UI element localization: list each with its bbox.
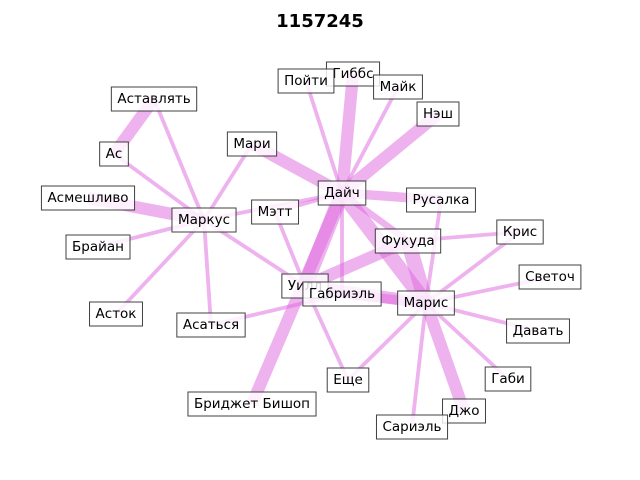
- node-label: Давать: [513, 323, 564, 339]
- node-fukuda: Фукуда: [374, 228, 442, 254]
- node-label: Гиббс: [332, 66, 373, 82]
- node-label: Еще: [333, 372, 363, 388]
- edge-maris-gabi: [424, 301, 510, 381]
- node-kris: Крис: [496, 219, 544, 245]
- node-box: [277, 68, 335, 94]
- edge-markus-astok: [114, 218, 206, 316]
- node-mett: Мэтт: [251, 199, 300, 225]
- node-box: [397, 290, 455, 316]
- edge-maris-dzho: [420, 300, 470, 414]
- node-box: [176, 312, 246, 338]
- node-maris: Марис: [397, 290, 455, 316]
- node-asmeshlivo: Асмешливо: [40, 185, 136, 211]
- node-gabriel: Габриэль: [302, 281, 382, 307]
- node-label: Брайан: [72, 239, 124, 255]
- node-maik: Майк: [373, 74, 423, 100]
- node-box: [251, 199, 300, 225]
- edge-markus-mari: [202, 142, 254, 222]
- node-gibbs: Гиббс: [325, 61, 381, 87]
- node-label: Майк: [380, 79, 417, 95]
- node-label: Крис: [503, 224, 537, 240]
- node-box: [496, 219, 544, 245]
- node-label: Русалка: [413, 192, 470, 208]
- node-box: [317, 180, 367, 206]
- node-box: [40, 185, 136, 211]
- node-braian: Брайан: [65, 234, 131, 260]
- node-astavlyat: Аставлять: [110, 86, 198, 112]
- node-box: [65, 234, 131, 260]
- node-label: Джо: [449, 403, 480, 419]
- node-label: Сариэль: [382, 419, 441, 435]
- node-davat: Давать: [506, 318, 570, 344]
- node-box: [302, 281, 382, 307]
- node-gabi: Габи: [484, 366, 532, 392]
- node-label: Бриджет Бишоп: [194, 396, 310, 412]
- node-label: Габи: [491, 371, 525, 387]
- node-astok: Асток: [89, 301, 143, 327]
- node-rusalka: Русалка: [406, 187, 476, 213]
- edge-markus-astavlyat: [152, 98, 206, 221]
- node-daich: Дайч: [317, 180, 367, 206]
- edge-daich-gibbs: [335, 73, 360, 194]
- node-box: [171, 207, 237, 233]
- node-label: Габриэль: [309, 286, 375, 302]
- node-box: [89, 301, 143, 327]
- node-box: [326, 367, 370, 393]
- edge-maris-eshe: [346, 301, 428, 382]
- node-bridget: Бриджет Бишоп: [187, 391, 317, 417]
- node-box: [374, 228, 442, 254]
- edge-daich-nesh: [338, 109, 442, 198]
- node-box: [110, 86, 198, 112]
- node-label: Асмешливо: [47, 190, 128, 206]
- node-box: [406, 187, 476, 213]
- node-box: [187, 391, 317, 417]
- diagram-title: 1157245: [276, 11, 364, 32]
- node-nesh: Нэш: [416, 101, 460, 127]
- node-label: Нэш: [423, 106, 453, 122]
- node-asatsya: Асаться: [176, 312, 246, 338]
- node-label: Асаться: [183, 317, 239, 333]
- node-poiti: Пойти: [277, 68, 335, 94]
- node-eshe: Еще: [326, 367, 370, 393]
- node-box: [506, 318, 570, 344]
- node-label: Дайч: [324, 185, 360, 201]
- node-label: Маркус: [178, 212, 230, 228]
- node-svetoch: Светоч: [518, 264, 582, 290]
- edge-markus-asatsya: [202, 219, 213, 326]
- node-box: [518, 264, 582, 290]
- node-label: Марис: [404, 295, 449, 311]
- node-box: [416, 101, 460, 127]
- node-box: [226, 131, 278, 157]
- node-box: [484, 366, 532, 392]
- node-dzho: Джо: [442, 398, 486, 424]
- node-label: Светоч: [525, 269, 575, 285]
- node-label: Мэтт: [258, 204, 293, 220]
- node-label: Аставлять: [117, 91, 190, 107]
- node-markus: Маркус: [171, 207, 237, 233]
- node-as: Ас: [99, 141, 129, 167]
- node-label: Ас: [106, 146, 123, 162]
- node-box: [375, 414, 449, 440]
- edge-maris-sariel: [410, 302, 428, 428]
- edge-daich-maik: [340, 86, 400, 194]
- node-box: [373, 74, 423, 100]
- node-label: Асток: [96, 306, 137, 322]
- node-box: [442, 398, 486, 424]
- node-sariel: Сариэль: [375, 414, 449, 440]
- node-label: Фукуда: [381, 233, 434, 249]
- node-label: Пойти: [284, 73, 328, 89]
- edge-layer: [86, 73, 551, 428]
- node-mari: Мари: [226, 131, 278, 157]
- node-box: [99, 141, 129, 167]
- edge-daich-poiti: [304, 80, 344, 194]
- node-label: Мари: [233, 136, 270, 152]
